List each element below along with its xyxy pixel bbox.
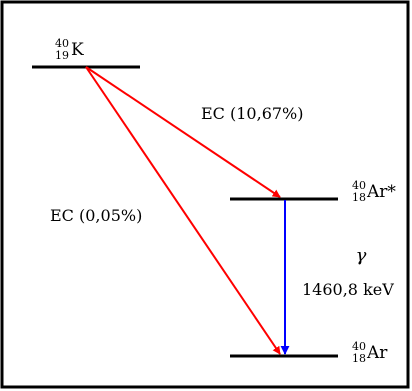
label-ec-ground: EC (0,05%)	[50, 206, 142, 225]
k40-atomic-number: 19	[55, 49, 69, 62]
label-gamma-energy: 1460,8 keV	[302, 280, 394, 299]
label-k40: 40 19 K	[55, 37, 84, 62]
label-ar40-excited: 40 18 Ar*	[352, 179, 396, 204]
label-ec-excited: EC (10,67%)	[201, 104, 304, 123]
label-gamma-symbol: γ	[356, 245, 367, 266]
k40-symbol: K	[71, 40, 84, 60]
label-ar40-ground: 40 18 Ar	[352, 340, 388, 365]
arrow-ec-ground	[85, 66, 281, 355]
ar40-excited-mass-number: 40	[352, 179, 366, 192]
ar40-excited-atomic-number: 18	[352, 191, 366, 204]
arrow-ec-excited	[85, 66, 281, 198]
ar40-ground-mass-number: 40	[352, 340, 366, 353]
k40-mass-number: 40	[55, 37, 69, 50]
ar40-ground-atomic-number: 18	[352, 352, 366, 365]
ar40-excited-symbol: Ar*	[366, 182, 396, 202]
ar40-ground-symbol: Ar	[366, 343, 388, 363]
